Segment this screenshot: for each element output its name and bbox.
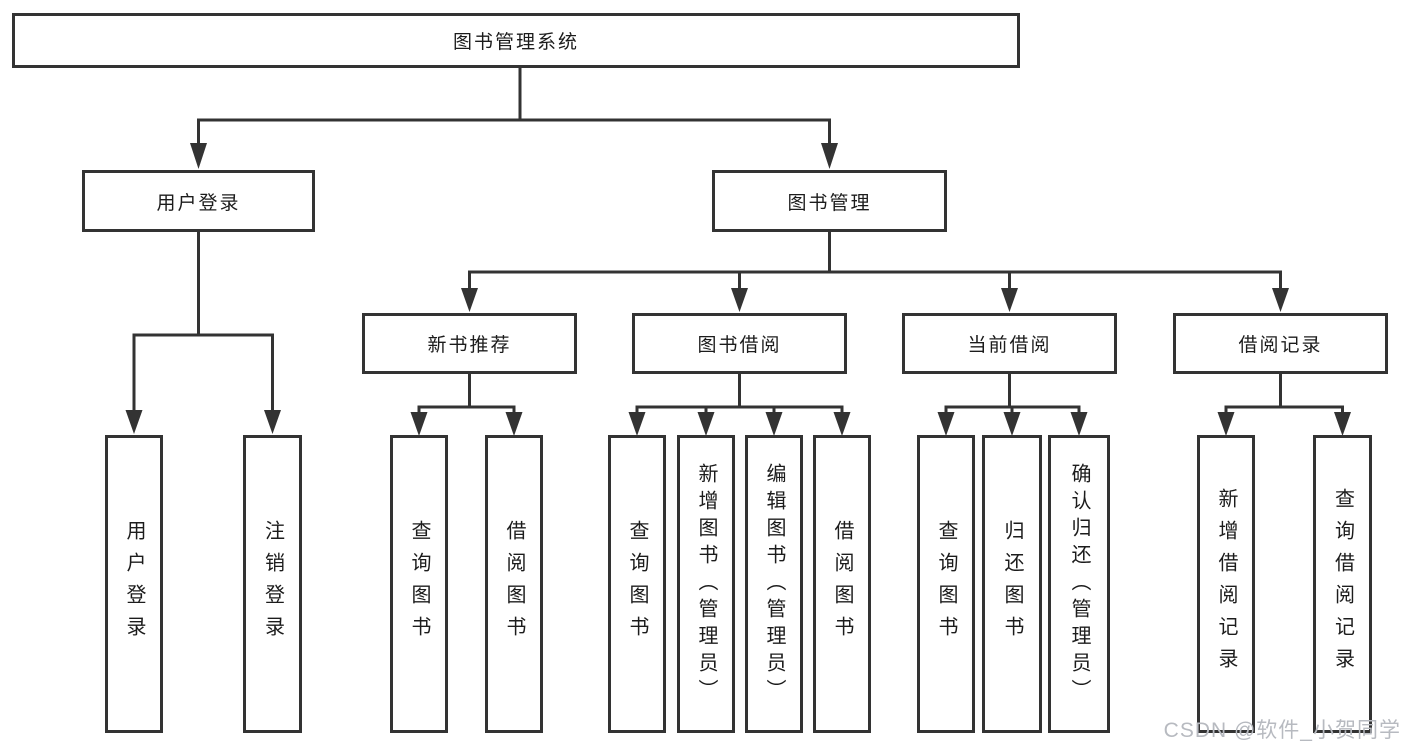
node-book-management: 图书管理	[712, 170, 947, 232]
connector-book-mgmt-to-groups	[461, 232, 1289, 312]
leaf-label: 确认归还（管理员）	[1068, 462, 1090, 706]
leaf-confirm-return-admin: 确认归还（管理员）	[1048, 435, 1110, 733]
leaf-label: 查询借阅记录	[1331, 488, 1354, 680]
leaf-label: 用户登录	[123, 520, 145, 648]
leaf-return-book: 归还图书	[982, 435, 1042, 733]
node-label: 新书推荐	[427, 335, 512, 356]
leaf-label: 查询图书	[935, 520, 957, 648]
node-label: 图书借阅	[697, 335, 782, 356]
leaf-logout: 注销登录	[243, 435, 302, 733]
leaf-label: 借阅图书	[503, 520, 525, 648]
node-label: 图书管理	[787, 192, 872, 214]
node-label: 当前借阅	[967, 335, 1052, 356]
connector-user-login-to-leaves	[125, 232, 281, 434]
node-current-borrow: 当前借阅	[902, 313, 1117, 374]
leaf-recommend-query-books: 查询图书	[390, 435, 448, 733]
leaf-label: 查询图书	[408, 520, 430, 648]
leaf-borrow-query-books: 查询图书	[608, 435, 666, 733]
connector-book-borrow-group	[628, 374, 851, 436]
connector-borrow-records-group	[1217, 374, 1351, 436]
leaf-borrow-books: 借阅图书	[813, 435, 871, 733]
node-new-book-recommend: 新书推荐	[362, 313, 577, 374]
node-borrow-records: 借阅记录	[1173, 313, 1388, 374]
leaf-label: 查询图书	[626, 520, 648, 648]
node-label: 图书管理系统	[452, 32, 579, 53]
node-label: 借阅记录	[1238, 335, 1323, 356]
leaf-add-borrow-record: 新增借阅记录	[1197, 435, 1255, 733]
node-label: 用户登录	[156, 192, 241, 214]
node-user-login: 用户登录	[82, 170, 315, 232]
leaf-recommend-borrow-books: 借阅图书	[485, 435, 543, 733]
leaf-label: 新增图书（管理员）	[695, 462, 717, 706]
leaf-add-book-admin: 新增图书（管理员）	[677, 435, 735, 733]
node-library-management-system: 图书管理系统	[12, 13, 1020, 68]
connector-root-to-level2	[190, 68, 838, 169]
leaf-label: 新增借阅记录	[1215, 488, 1237, 680]
leaf-user-login: 用户登录	[105, 435, 163, 733]
leaf-label: 借阅图书	[831, 520, 853, 648]
node-book-borrow: 图书借阅	[632, 313, 847, 374]
leaf-label: 编辑图书（管理员）	[763, 462, 785, 706]
leaf-label: 归还图书	[1001, 520, 1023, 648]
leaf-query-borrow-record: 查询借阅记录	[1313, 435, 1372, 733]
connector-current-borrow-group	[937, 374, 1088, 436]
csdn-watermark: CSDN @软件_小贺同学	[1163, 719, 1401, 742]
leaf-label: 注销登录	[261, 520, 284, 648]
leaf-edit-book-admin: 编辑图书（管理员）	[745, 435, 803, 733]
connector-new-book-group	[410, 374, 523, 436]
leaf-current-query-books: 查询图书	[917, 435, 975, 733]
